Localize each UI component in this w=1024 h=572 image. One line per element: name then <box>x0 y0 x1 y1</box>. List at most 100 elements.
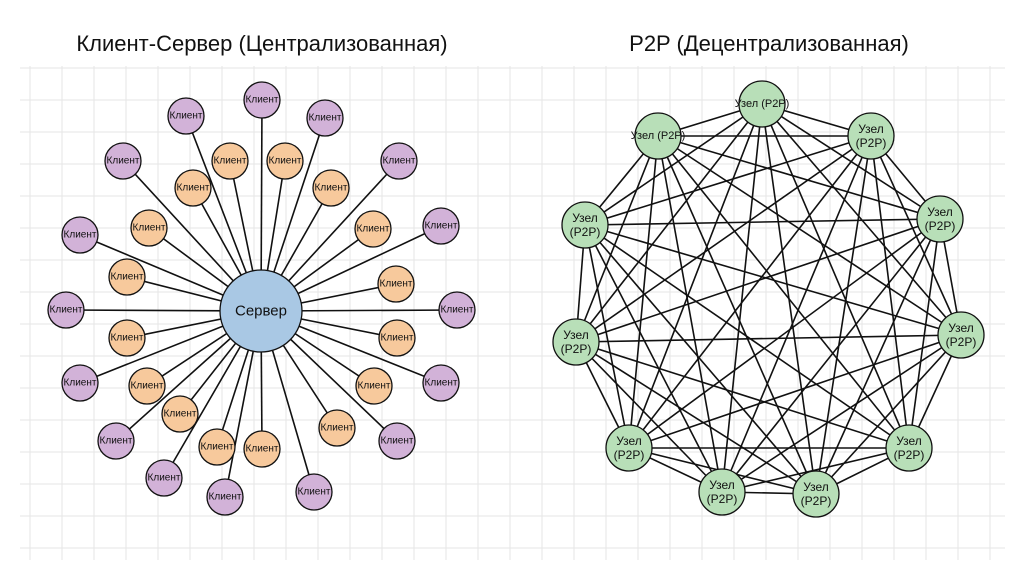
client-label: Клиент <box>357 224 390 235</box>
p2p-node: Узел(P2P) <box>552 318 600 366</box>
p2p-link <box>575 334 962 343</box>
client-circle <box>61 364 99 402</box>
client-circle <box>167 97 205 135</box>
client-label: Клиент <box>64 230 97 241</box>
client-label: Клиент <box>380 279 413 290</box>
p2p-link <box>584 135 872 226</box>
p2p-link <box>657 135 941 220</box>
p2p-title: P2P (Децентрализованная) <box>629 31 909 56</box>
client-circle <box>422 207 460 245</box>
outer-client-node: Клиент <box>206 478 244 516</box>
p2p-node-label-line2: (P2P) <box>856 136 887 150</box>
p2p-link <box>870 135 910 449</box>
p2p-node-label-line1: Узел <box>896 434 922 448</box>
outer-client-node: Клиент <box>47 291 85 329</box>
client-label: Клиент <box>50 305 83 316</box>
client-circle <box>312 169 350 207</box>
server-node: Сервер <box>219 269 303 353</box>
p2p-node-label-line2: (P2P) <box>614 448 645 462</box>
p2p-link <box>575 341 817 495</box>
client-label: Клиент <box>111 333 144 344</box>
outer-client-node: Клиент <box>61 216 99 254</box>
client-circle <box>243 430 281 468</box>
outer-client-node: Клиент <box>422 364 460 402</box>
p2p-node-circle <box>937 311 985 359</box>
p2p-node-label-line2: (P2P) <box>707 492 738 506</box>
p2p-node-label-line2: (P2P) <box>925 219 956 233</box>
client-label: Клиент <box>425 221 458 232</box>
p2p-node: Узел(P2P) <box>698 468 746 516</box>
client-label: Клиент <box>131 381 164 392</box>
p2p-node-label-line1: Узел <box>709 478 735 492</box>
p2p-link <box>721 135 872 493</box>
p2p-node-circle <box>561 201 609 249</box>
client-circle <box>61 216 99 254</box>
p2p-node: Узел(P2P) <box>885 424 933 472</box>
inner-client-node: Клиент <box>378 319 416 357</box>
outer-client-node: Клиент <box>438 291 476 329</box>
client-label: Клиент <box>107 156 140 167</box>
p2p-link <box>575 341 910 449</box>
client-circle <box>104 142 142 180</box>
client-circle <box>161 395 199 433</box>
client-circle <box>378 319 416 357</box>
p2p-node-circle <box>916 195 964 243</box>
p2p-link <box>657 135 817 495</box>
client-server-title: Клиент-Сервер (Централизованная) <box>76 31 447 56</box>
outer-client-node: Клиент <box>380 142 418 180</box>
p2p-link <box>761 103 910 449</box>
p2p-node-label: Узел (P2P) <box>735 98 790 110</box>
p2p-link <box>628 218 941 449</box>
p2p-link <box>584 103 763 226</box>
client-label: Клиент <box>177 183 210 194</box>
p2p-link <box>575 341 723 493</box>
p2p-node: Узел(P2P) <box>605 424 653 472</box>
client-label: Клиент <box>201 442 234 453</box>
server-label: Сервер <box>235 303 287 320</box>
outer-client-node: Клиент <box>422 207 460 245</box>
client-circle <box>174 169 212 207</box>
inner-client-node: Клиент <box>355 367 393 405</box>
p2p-link <box>575 218 941 343</box>
p2p-node: Узел (P2P) <box>735 80 790 128</box>
client-circle <box>378 422 416 460</box>
p2p-link <box>575 135 872 343</box>
p2p-node-label-line1: Узел <box>858 122 884 136</box>
client-circle <box>355 367 393 405</box>
outer-client-node: Клиент <box>97 422 135 460</box>
p2p-node-label: Узел (P2P) <box>631 130 686 142</box>
p2p-link <box>870 135 962 336</box>
client-label: Клиент <box>246 444 279 455</box>
outer-client-node: Клиент <box>295 473 333 511</box>
client-label: Клиент <box>164 409 197 420</box>
p2p-link <box>721 447 910 493</box>
client-circle <box>206 478 244 516</box>
inner-client-node: Клиент <box>354 210 392 248</box>
inner-client-node: Клиент <box>108 319 146 357</box>
p2p-link <box>761 103 962 336</box>
client-label: Клиент <box>100 436 133 447</box>
p2p-link <box>584 224 630 449</box>
inner-client-node: Клиент <box>130 209 168 247</box>
p2p-node-circle <box>738 80 786 128</box>
p2p-node: Узел(P2P) <box>937 311 985 359</box>
inner-client-node: Клиент <box>128 367 166 405</box>
client-label: Клиент <box>209 492 242 503</box>
p2p-link <box>815 135 872 495</box>
client-label: Клиент <box>425 378 458 389</box>
p2p-link <box>628 103 763 449</box>
client-label: Клиент <box>170 111 203 122</box>
client-label: Клиент <box>383 156 416 167</box>
inner-client-node: Клиент <box>211 142 249 180</box>
client-circle <box>438 291 476 329</box>
p2p-link <box>908 218 941 449</box>
inner-client-node: Клиент <box>174 169 212 207</box>
p2p-nodes: Узел (P2P)Узел (P2P)Узел(P2P)Узел(P2P)Уз… <box>552 80 985 518</box>
client-circle <box>47 291 85 329</box>
outer-client-node: Клиент <box>145 459 183 497</box>
p2p-link <box>721 334 962 493</box>
client-label: Клиент <box>321 423 354 434</box>
p2p-node-circle <box>552 318 600 366</box>
client-label: Клиент <box>309 113 342 124</box>
